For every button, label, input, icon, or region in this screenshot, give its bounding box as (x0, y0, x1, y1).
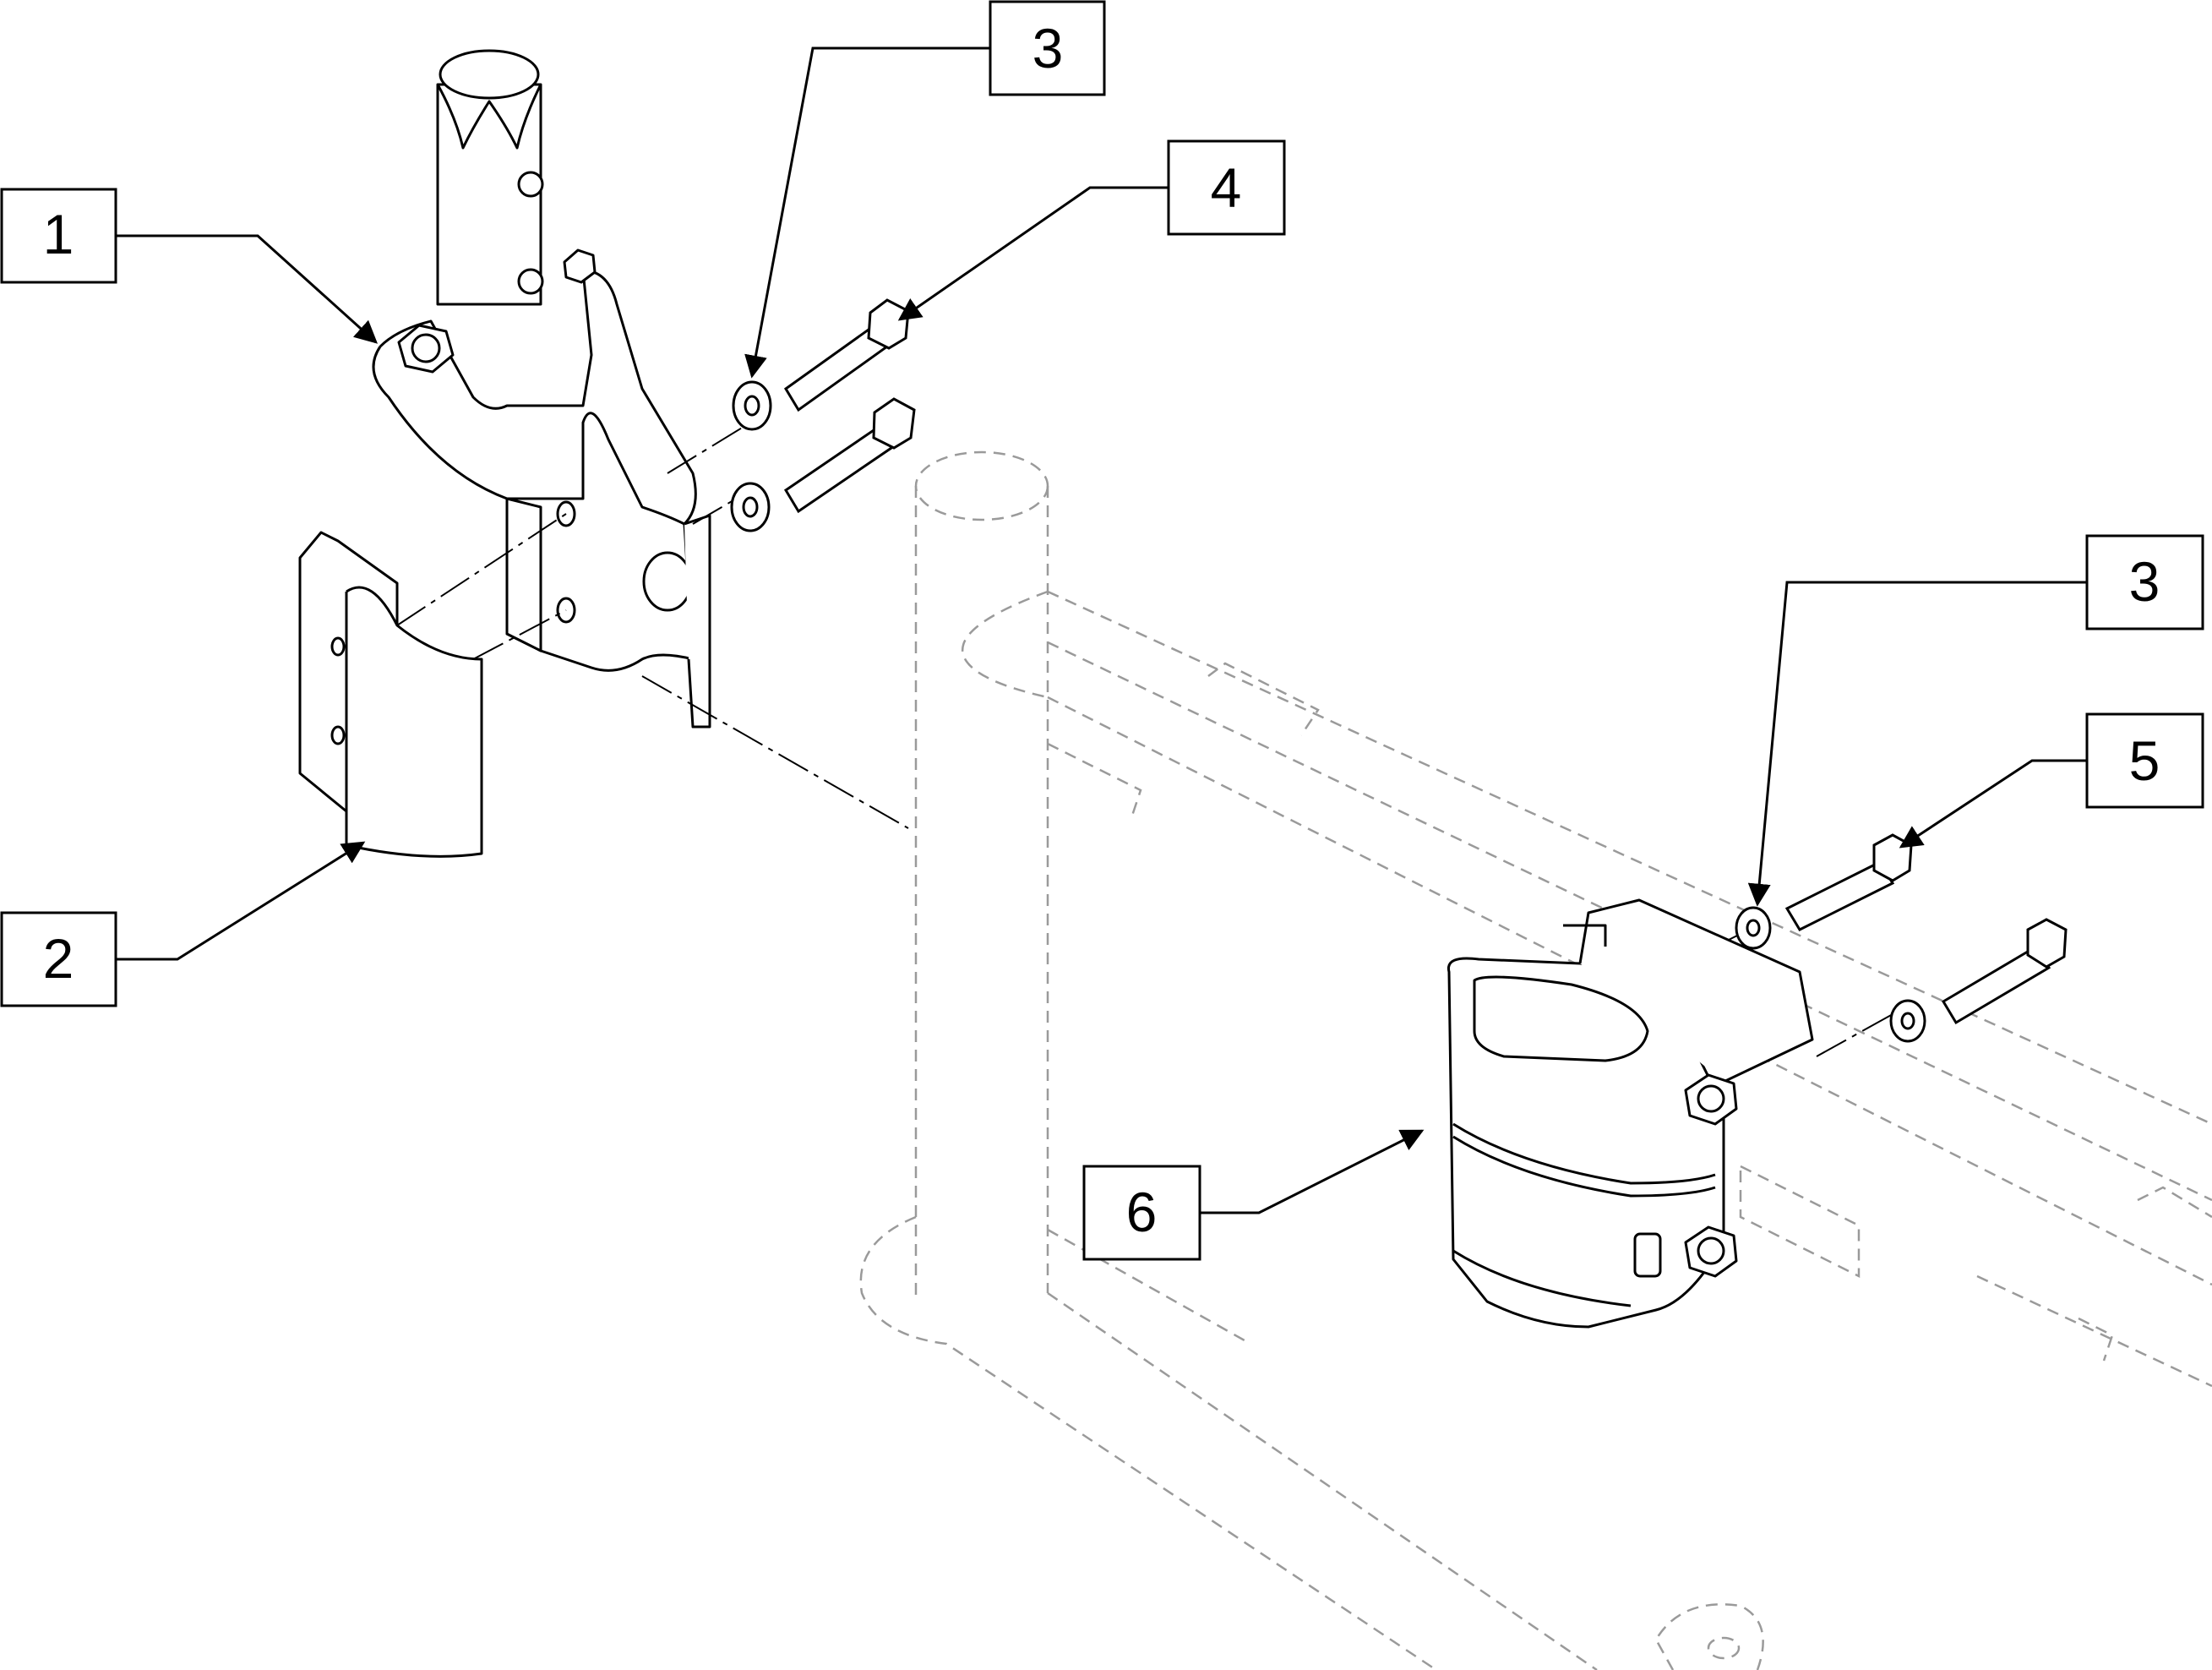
callout-3-upper-label: 3 (1032, 17, 1064, 79)
callout-2: 2 (0, 841, 366, 1007)
callout-2-label: 2 (43, 927, 74, 990)
lever-clamp-part (372, 49, 711, 729)
callout-4-label: 4 (1211, 156, 1242, 219)
clamp-shell-part (298, 531, 483, 858)
callout-6-label: 6 (1126, 1181, 1158, 1243)
callouts: 1 2 3 4 3 5 (0, 0, 2204, 1261)
right-hardware (1735, 833, 2068, 1043)
callout-1-label: 1 (43, 203, 74, 265)
callout-1: 1 (0, 188, 379, 344)
callout-3-right: 3 (1747, 534, 2204, 907)
tube-clamp-part (1447, 898, 1814, 1329)
callout-3-right-label: 3 (2129, 550, 2160, 613)
callout-5: 5 (1899, 712, 2204, 849)
callout-6: 6 (1082, 1129, 1425, 1261)
callout-5-label: 5 (2129, 729, 2160, 792)
upper-hardware (730, 298, 916, 532)
callout-4: 4 (897, 139, 1286, 321)
callout-3-upper: 3 (744, 0, 1106, 379)
